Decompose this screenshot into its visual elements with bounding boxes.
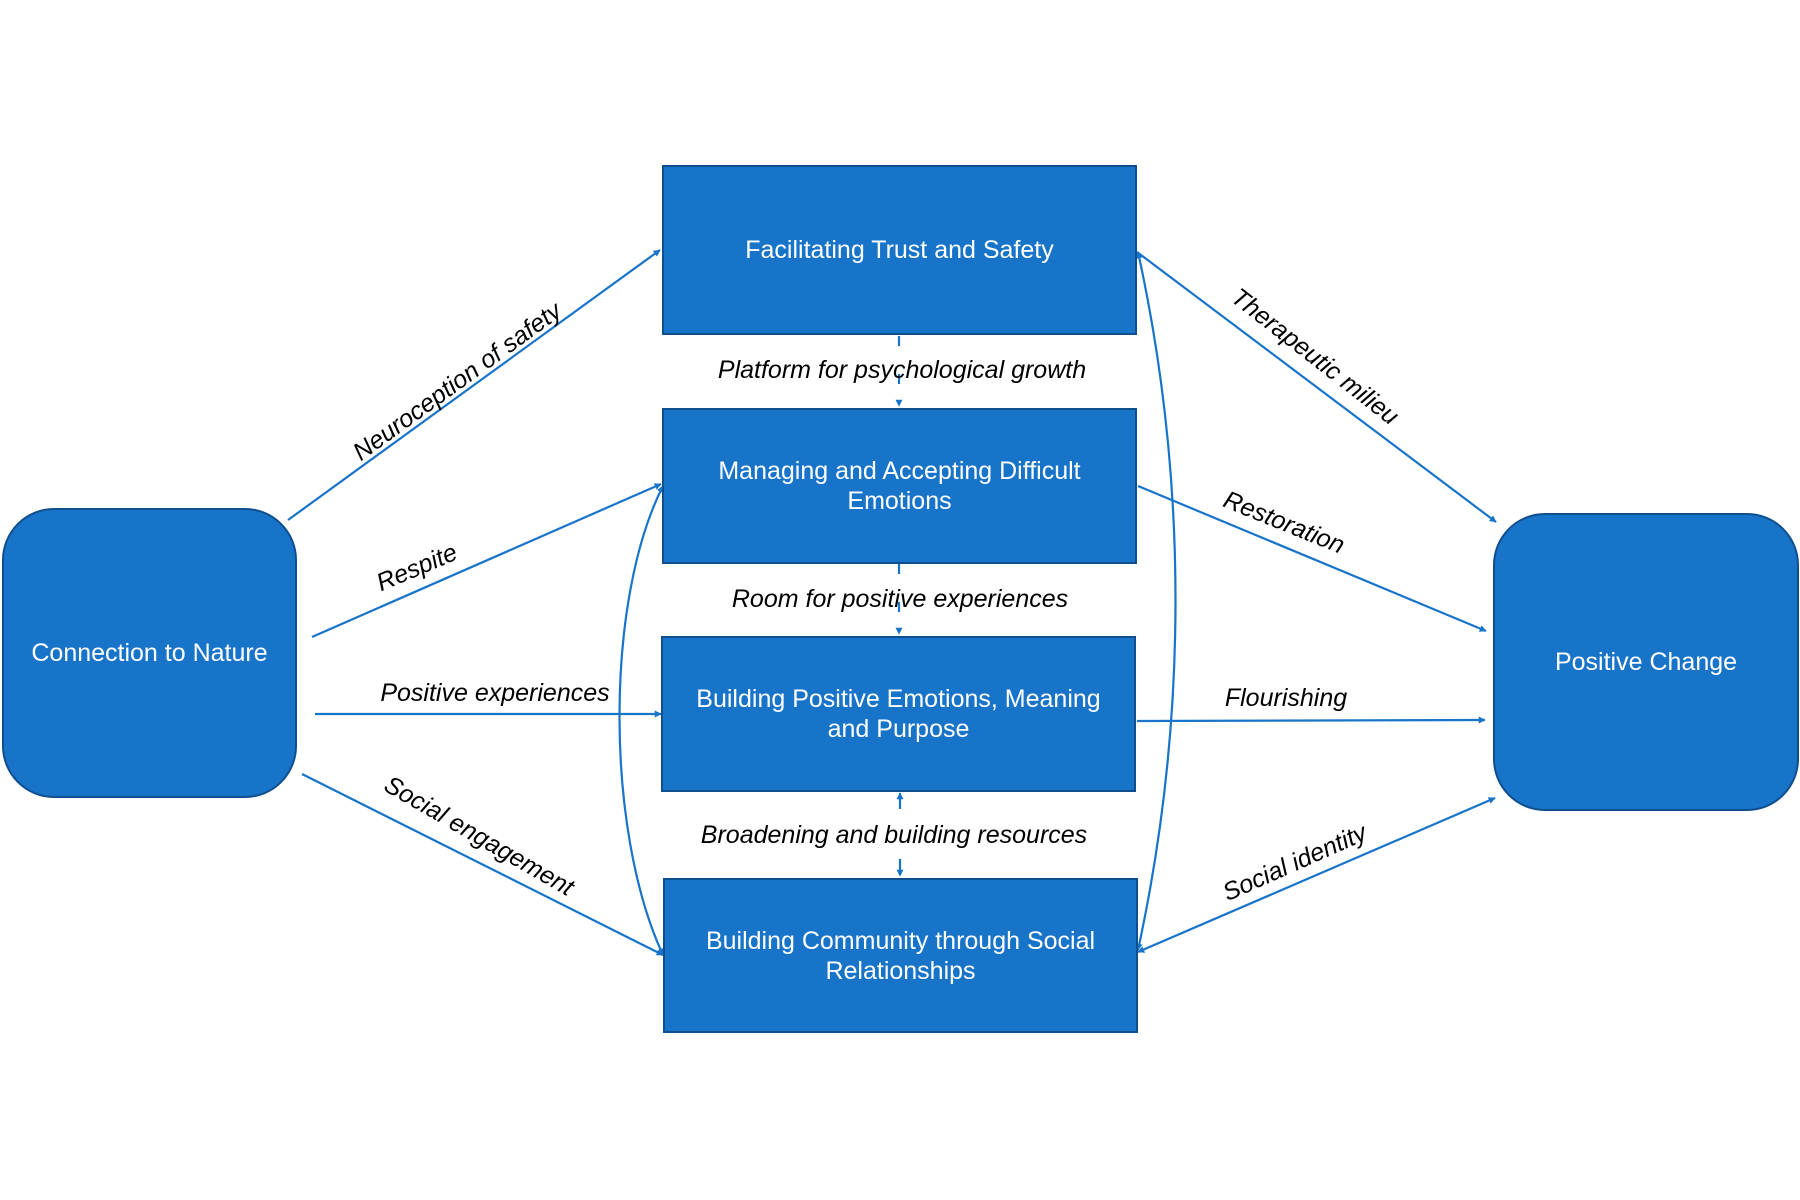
curve-community-to-emotions — [618, 485, 664, 956]
arrow-trust-to-change — [1136, 251, 1497, 523]
arrow-nature-to-trust — [287, 249, 661, 521]
arrow-nature-to-community — [301, 773, 664, 956]
arrow-positive-to-change — [1136, 716, 1486, 724]
node-building-community-label: Building Community through Social Relati… — [705, 926, 1096, 985]
label-social-identity: Social identity — [1219, 818, 1373, 907]
node-positive-change: Positive Change — [1493, 513, 1799, 811]
label-respite: Respite — [372, 538, 461, 597]
arrow-emotions-to-change — [1137, 484, 1487, 633]
node-managing-emotions-label: Managing and Accepting Difficult Emotion… — [718, 457, 1081, 515]
label-therapeutic-milieu: Therapeutic milieu — [1226, 283, 1404, 431]
label-flourishing: Flourishing — [1225, 684, 1347, 712]
arrow-community-to-change — [1137, 796, 1496, 954]
node-facilitating-trust: Facilitating Trust and Safety — [662, 165, 1137, 335]
arrow-nature-to-emotions — [311, 482, 662, 639]
label-positive-experiences: Positive experiences — [380, 679, 609, 707]
node-connection-to-nature-label: Connection to Nature — [31, 639, 268, 667]
node-building-positive: Building Positive Emotions, Meaning and … — [661, 636, 1136, 792]
label-room-for-positive: Room for positive experiences — [732, 585, 1068, 613]
node-building-community: Building Community through Social Relati… — [663, 878, 1138, 1033]
label-restoration: Restoration — [1219, 486, 1348, 560]
node-connection-to-nature: Connection to Nature — [2, 508, 297, 798]
curve-community-to-trust — [1135, 251, 1177, 951]
label-broadening-building: Broadening and building resources — [701, 821, 1087, 849]
node-facilitating-trust-label: Facilitating Trust and Safety — [745, 236, 1054, 264]
label-neuroception-of-safety: Neuroception of safety — [348, 296, 568, 467]
node-building-positive-label: Building Positive Emotions, Meaning and … — [696, 685, 1101, 743]
node-positive-change-label: Positive Change — [1554, 648, 1738, 676]
node-managing-emotions: Managing and Accepting Difficult Emotion… — [662, 408, 1137, 564]
label-social-engagement: Social engagement — [379, 770, 579, 902]
label-platform-for-growth: Platform for psychological growth — [718, 356, 1086, 384]
